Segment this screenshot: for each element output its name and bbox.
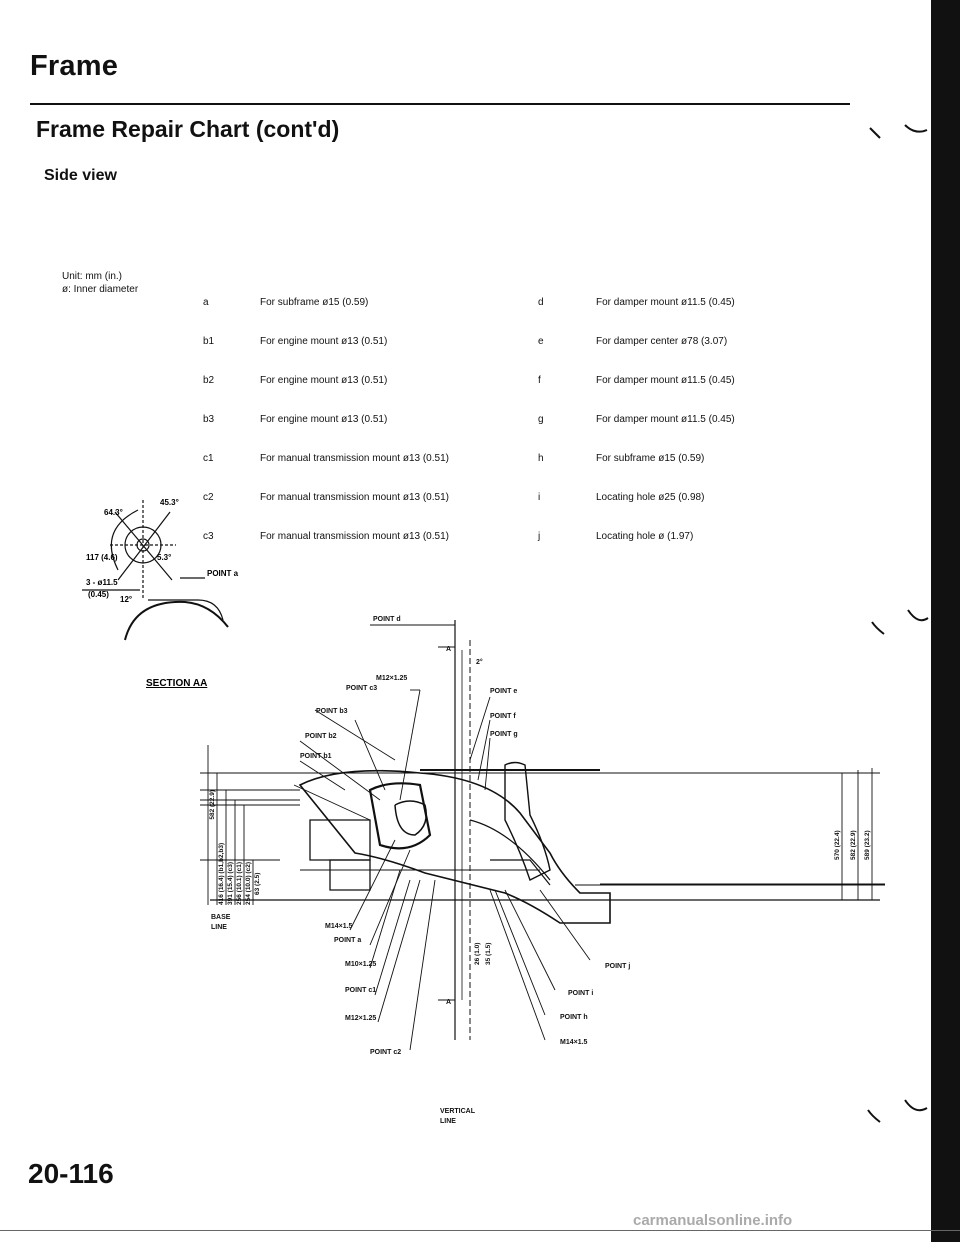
left-dimension: 63 (2.5): [254, 873, 261, 895]
legend-key: d: [538, 297, 544, 308]
point-f-label: POINT f: [490, 713, 516, 720]
legend-left-texts: For subframe ø15 (0.59) For engine mount…: [260, 270, 449, 556]
center-dimension: 35 (1.5): [485, 943, 492, 965]
point-g-label: POINT g: [490, 731, 518, 738]
legend-right-texts: For damper mount ø11.5 (0.45) For damper…: [596, 270, 735, 556]
page-edge-bar: [931, 0, 960, 1242]
legend-key: c2: [203, 492, 214, 503]
legend-key: a: [203, 297, 209, 308]
legend-text: For manual transmission mount ø13 (0.51): [260, 453, 449, 464]
chart-title: Frame Repair Chart (cont'd): [36, 116, 340, 142]
legend-text: For damper center ø78 (3.07): [596, 336, 728, 347]
footer-rule: [0, 1230, 960, 1231]
left-dimension: 254 (10.0) (c2): [245, 862, 252, 905]
header-rule: [30, 103, 850, 105]
vertical-line-label: LINE: [440, 1118, 456, 1125]
legend-key: i: [538, 492, 541, 503]
section-aa-label: SECTION AA: [146, 678, 207, 689]
legend-text: For engine mount ø13 (0.51): [260, 336, 388, 347]
point-i-label: POINT i: [568, 990, 593, 997]
marker-a-bottom: A: [446, 999, 451, 1006]
section-angle-label: 64.3°: [104, 508, 123, 517]
point-c2-label: POINT c2: [370, 1049, 401, 1056]
left-dimension: 582 (22.9): [209, 790, 216, 820]
point-b2-label: POINT b2: [305, 733, 337, 740]
section-angle-label: 45.3°: [160, 498, 179, 507]
point-b3-label: POINT b3: [316, 708, 348, 715]
legend-text: For manual transmission mount ø13 (0.51): [260, 492, 449, 503]
point-d-label: POINT d: [373, 616, 401, 623]
m14-left-label: M14×1.5: [325, 923, 353, 930]
legend-key: c1: [203, 453, 214, 464]
legend-key: j: [538, 531, 541, 542]
center-dimension: 26 (1.0): [474, 943, 481, 965]
legend-key: b2: [203, 375, 215, 386]
legend-text: For engine mount ø13 (0.51): [260, 375, 388, 386]
legend-key: b3: [203, 414, 215, 425]
legend-key: e: [538, 336, 544, 347]
legend-text: Locating hole ø25 (0.98): [596, 492, 705, 503]
frame-diagram: 64.3° 45.3° 117 (4.6) 5.3° 12° 3 - ø11.5…: [82, 124, 929, 1125]
frame-side-view: [200, 620, 885, 1051]
legend-text: For subframe ø15 (0.59): [596, 453, 705, 464]
page-number: 20-116: [28, 1158, 114, 1189]
right-dimension: 582 (22.9): [850, 830, 857, 860]
legend-text: For engine mount ø13 (0.51): [260, 414, 388, 425]
watermark: carmanualsonline.info: [633, 1212, 793, 1229]
angle-label: 2°: [476, 658, 483, 666]
point-j-label: POINT j: [605, 963, 630, 970]
legend-left-keys: a b1 b2 b3 c1 c2 c3: [203, 270, 214, 556]
section-aa-sketch: [82, 500, 229, 641]
point-a-label: POINT a: [207, 569, 239, 578]
left-dimension: 256 (10.1) (c1): [236, 862, 243, 905]
legend-text: For damper mount ø11.5 (0.45): [596, 375, 735, 386]
base-line-label: BASE: [211, 914, 231, 921]
point-h-label: POINT h: [560, 1014, 588, 1021]
right-dimension: 570 (22.4): [834, 830, 841, 860]
marker-a-top: A: [446, 646, 451, 653]
point-c3-label: POINT c3: [346, 685, 377, 692]
m14-right-label: M14×1.5: [560, 1039, 588, 1046]
legend-text: For damper mount ø11.5 (0.45): [596, 414, 735, 425]
point-b1-label: POINT b1: [300, 753, 332, 760]
view-title: Side view: [44, 167, 117, 184]
legend-text: Locating hole ø (1.97): [596, 531, 694, 542]
section-title: Frame: [30, 50, 119, 82]
m12-bottom-label: M12×1.25: [345, 1015, 376, 1022]
point-e-label: POINT e: [490, 688, 517, 695]
corner-marks: [867, 124, 929, 1123]
legend-text: For manual transmission mount ø13 (0.51): [260, 531, 449, 542]
m10-label: M10×1.25: [345, 961, 376, 968]
point-c1-label: POINT c1: [345, 987, 376, 994]
legend-text: For subframe ø15 (0.59): [260, 297, 369, 308]
left-dimension: 416 (16.4) (b1,b2,b3): [218, 843, 225, 905]
section-hole-label: 3 - ø11.5: [86, 578, 118, 587]
legend-key: b1: [203, 336, 215, 347]
section-angle-label: 117 (4.6): [86, 553, 118, 562]
unit-note-line: Unit: mm (in.): [62, 271, 122, 282]
unit-note: Unit: mm (in.) ø: Inner diameter: [62, 270, 138, 296]
base-line-label: LINE: [211, 924, 227, 931]
legend-text: For damper mount ø11.5 (0.45): [596, 297, 735, 308]
point-a-lower-label: POINT a: [334, 937, 361, 944]
m12-top-label: M12×1.25: [376, 675, 407, 682]
section-angle-label: 5.3°: [157, 553, 171, 562]
left-dimension: 391 (15.4) (c3): [227, 862, 234, 905]
legend-key: h: [538, 453, 544, 464]
section-hole-inch: (0.45): [88, 590, 109, 599]
vertical-line-label: VERTICAL: [440, 1108, 476, 1115]
section-angle-label: 12°: [120, 595, 132, 604]
legend-key: f: [538, 375, 541, 386]
legend-right-keys: d e f g h i j: [538, 270, 544, 556]
unit-note-line: ø: Inner diameter: [62, 284, 139, 295]
right-dimension: 589 (23.2): [864, 830, 871, 860]
legend-key: g: [538, 414, 544, 425]
legend-key: c3: [203, 531, 214, 542]
